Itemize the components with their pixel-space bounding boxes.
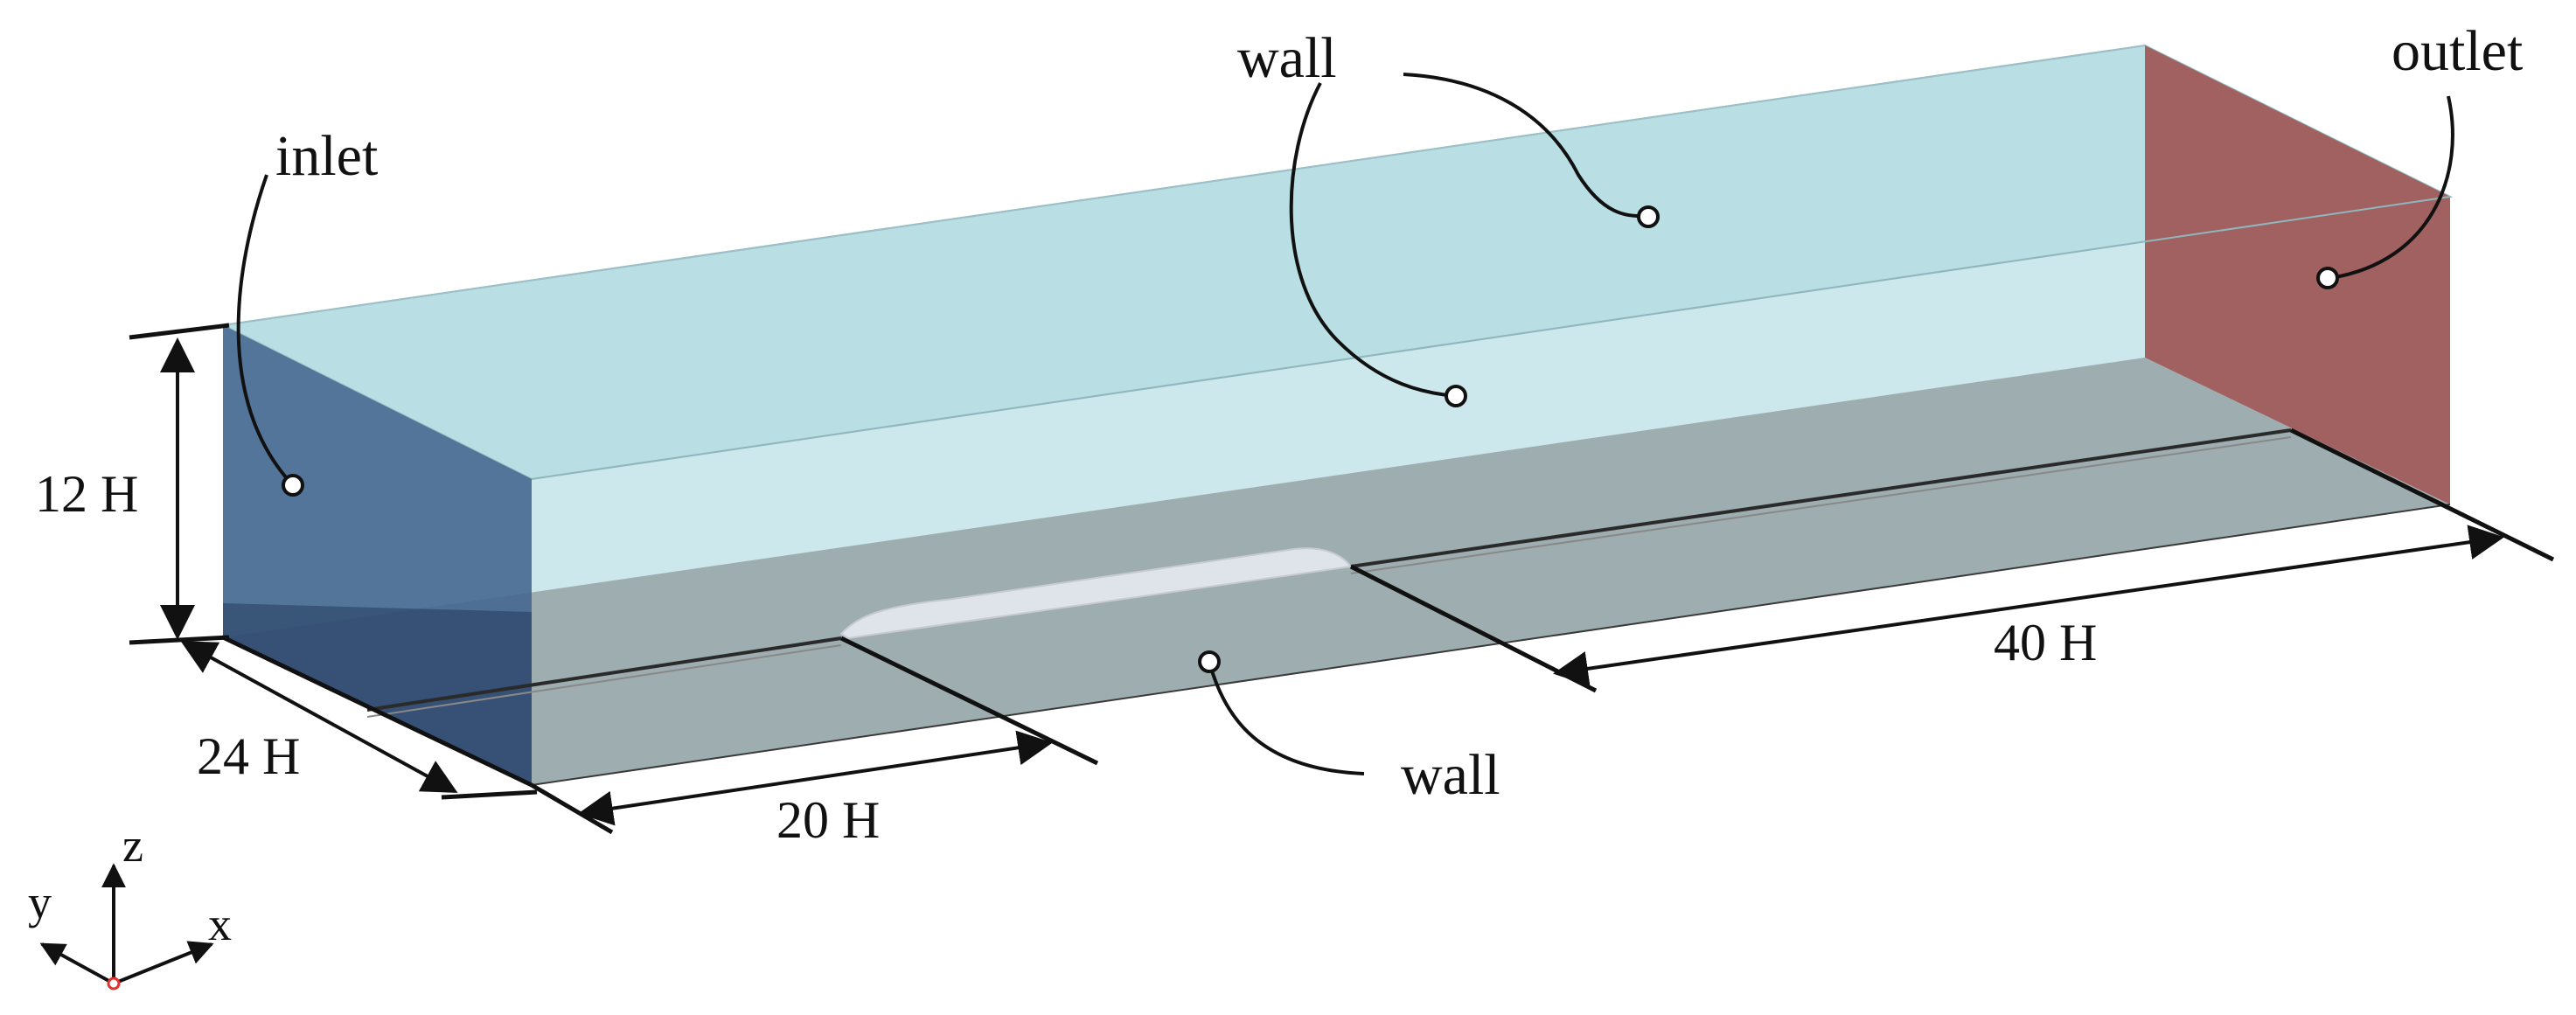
front-wall-face bbox=[532, 197, 2450, 785]
wall-top-marker-1 bbox=[1637, 205, 1660, 228]
wall-bottom-label: wall bbox=[1401, 743, 1500, 807]
inlet-label: inlet bbox=[275, 124, 378, 188]
wall-top-leader-1 bbox=[1403, 73, 1649, 219]
axis-origin bbox=[107, 977, 121, 991]
axis-x-label: x bbox=[208, 898, 232, 950]
wall-top-leader-2 bbox=[1289, 82, 1457, 398]
dim-height-label: 12 H bbox=[35, 465, 138, 523]
axis-z-label: z bbox=[122, 819, 143, 872]
dim-width-label: 24 H bbox=[197, 727, 300, 785]
wall-top-marker-2 bbox=[1445, 385, 1467, 407]
axis-y-label: y bbox=[28, 876, 52, 928]
dim-upstream-label: 20 H bbox=[776, 791, 880, 849]
outlet-label: outlet bbox=[2392, 19, 2523, 83]
bump-obstacle bbox=[839, 547, 1353, 640]
wall-top-label: wall bbox=[1237, 26, 1337, 90]
wall-bottom-marker bbox=[1198, 650, 1221, 673]
axis-triad: z x y bbox=[28, 819, 232, 991]
outlet-marker bbox=[2316, 267, 2339, 289]
inlet-leader bbox=[236, 174, 295, 487]
outlet-face bbox=[2145, 45, 2450, 504]
inlet-marker bbox=[282, 474, 304, 497]
wall-bottom-leader bbox=[1208, 661, 1365, 775]
dim-downstream-label: 40 H bbox=[1994, 614, 2097, 671]
outlet-leader bbox=[2329, 95, 2454, 280]
